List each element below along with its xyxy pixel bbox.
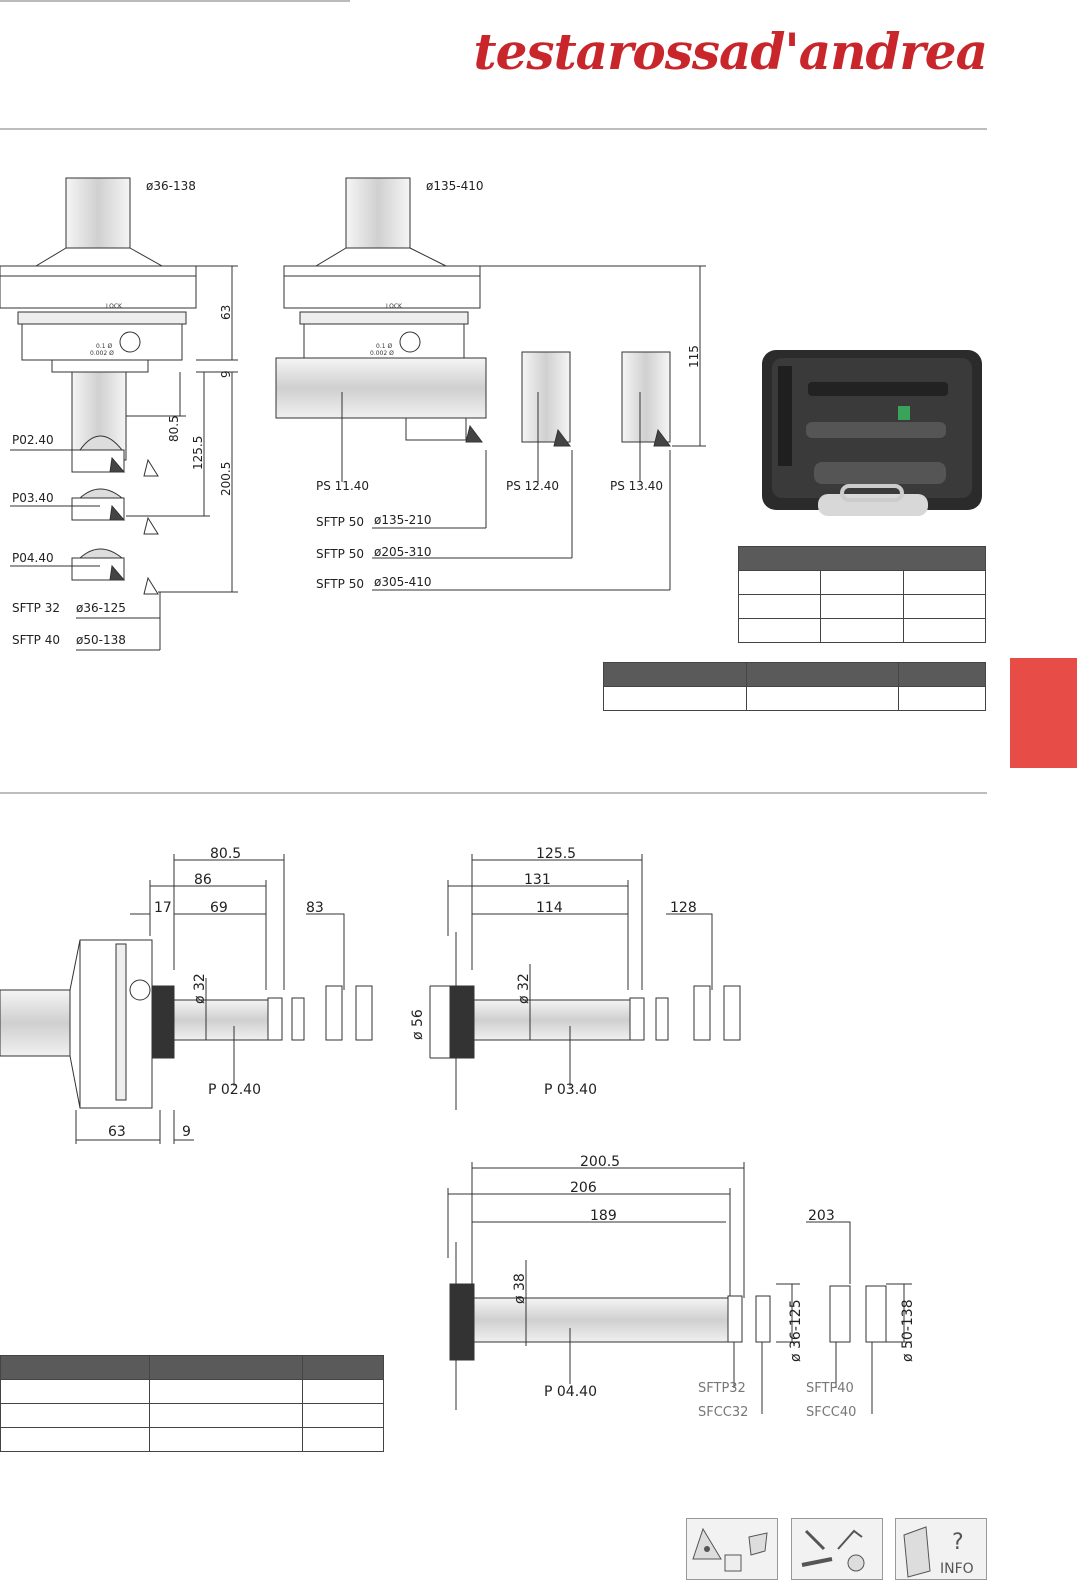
bar-p03: P03.40 — [12, 491, 54, 505]
p04-dim-189: 189 — [590, 1208, 617, 1224]
p04-sftp40: SFTP40 — [806, 1381, 854, 1396]
scale-b-left: 0.002 Ø — [90, 350, 114, 357]
p02-dim-9: 9 — [182, 1124, 191, 1140]
section-tab — [1010, 658, 1077, 768]
p02-label: P 02.40 — [208, 1082, 261, 1098]
head-right-range: ø135-410 — [426, 179, 483, 193]
p03-dia-56: ø 56 — [410, 1009, 426, 1040]
lock-label-right: LOCK — [386, 303, 403, 310]
insert-sftp40-range: ø50-138 — [76, 633, 126, 647]
top-technical-drawing: ø36-138 ø135-410 63 9 80.5 125.5 200.5 1… — [0, 177, 706, 651]
p04-label: P 04.40 — [544, 1384, 597, 1400]
p04-sfcc40: SFCC40 — [806, 1405, 856, 1420]
head-left-range: ø36-138 — [146, 179, 196, 193]
dim-9: 9 — [219, 370, 233, 378]
p03-label: P 03.40 — [544, 1082, 597, 1098]
inserts-icon[interactable] — [686, 1518, 778, 1580]
tool-case-photo — [762, 350, 982, 516]
top-rule — [0, 0, 350, 2]
info-icon[interactable]: ? INFO — [895, 1518, 987, 1580]
p02-dim-17: 17 — [154, 900, 172, 916]
sftp50-range-1: ø135-210 — [374, 513, 431, 527]
p02-dim-86: 86 — [194, 872, 212, 888]
insert-sftp32: SFTP 32 — [12, 601, 60, 615]
insert-sftp40: SFTP 40 — [12, 633, 60, 647]
p03-dim-125-5: 125.5 — [536, 846, 576, 862]
tools-icon[interactable] — [791, 1518, 883, 1580]
bottom-table — [0, 1355, 384, 1452]
drawing-p02: 80.5 86 17 69 83 ø 32 P 02.40 63 9 — [0, 846, 373, 1144]
kit-table — [737, 546, 987, 643]
p04-dia-38: ø 38 — [512, 1273, 528, 1304]
drawing-p03: 125.5 131 114 128 ø 32 ø 56 P 03.40 — [410, 846, 741, 1110]
p04-dim-200-5: 200.5 — [580, 1154, 620, 1170]
sftp50-3: SFTP 50 — [316, 577, 364, 591]
p03-dia-32: ø 32 — [516, 973, 532, 1004]
ps-13: PS 13.40 — [610, 479, 663, 493]
p02-dim-83: 83 — [306, 900, 324, 916]
p04-range-138: ø 50-138 — [900, 1299, 916, 1362]
ps-12: PS 12.40 — [506, 479, 559, 493]
p03-dim-114: 114 — [536, 900, 563, 916]
dim-115: 115 — [687, 345, 701, 368]
scale-b-right: 0.002 Ø — [370, 350, 394, 357]
p04-range-125: ø 36-125 — [788, 1299, 804, 1362]
scale-a-left: 0.1 Ø — [96, 343, 112, 350]
p04-dim-203: 203 — [808, 1208, 835, 1224]
p02-dim-69: 69 — [210, 900, 228, 916]
sftp50-range-3: ø305-410 — [374, 575, 431, 589]
scale-a-right: 0.1 Ø — [376, 343, 392, 350]
sftp50-2: SFTP 50 — [316, 547, 364, 561]
lock-label-left: LOCK — [106, 303, 123, 310]
brand-logo: testarossad'andrea — [473, 22, 988, 81]
dim-63: 63 — [219, 305, 233, 320]
svg-text:?: ? — [952, 1530, 964, 1555]
p04-sftp32: SFTP32 — [698, 1381, 746, 1396]
p02-dim-63: 63 — [108, 1124, 126, 1140]
p02-dim-80-5: 80.5 — [210, 846, 241, 862]
sftp50-1: SFTP 50 — [316, 515, 364, 529]
dim-125-5: 125.5 — [191, 436, 205, 470]
divider-middle — [0, 792, 987, 794]
dim-80-5: 80.5 — [167, 415, 181, 442]
divider-top — [0, 128, 987, 130]
p03-dim-128: 128 — [670, 900, 697, 916]
info-label: INFO — [940, 1561, 974, 1577]
p04-sfcc32: SFCC32 — [698, 1405, 748, 1420]
p04-dim-206: 206 — [570, 1180, 597, 1196]
p02-dia-32: ø 32 — [192, 973, 208, 1004]
bar-p02: P02.40 — [12, 433, 54, 447]
bar-p04: P04.40 — [12, 551, 54, 565]
spec-table — [603, 662, 986, 711]
drawing-p04: 200.5 206 189 203 ø 38 P 04.40 ø 36-125 … — [447, 1154, 916, 1420]
p03-dim-131: 131 — [524, 872, 551, 888]
insert-sftp32-range: ø36-125 — [76, 601, 126, 615]
ps-11: PS 11.40 — [316, 479, 369, 493]
dim-200-5: 200.5 — [219, 462, 233, 496]
sftp50-range-2: ø205-310 — [374, 545, 431, 559]
